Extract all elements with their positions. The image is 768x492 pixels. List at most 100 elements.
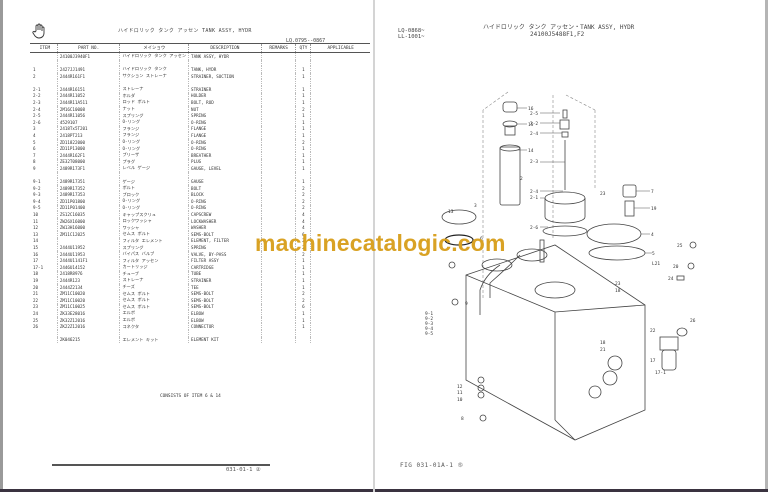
viewer-left-edge bbox=[0, 0, 3, 492]
row-applicable bbox=[310, 52, 370, 60]
row-remarks bbox=[260, 250, 296, 258]
strainer-assembly bbox=[542, 109, 588, 237]
row-item: 17 bbox=[33, 258, 39, 264]
row-remarks bbox=[260, 283, 296, 291]
row-kana-name: ボルト bbox=[119, 184, 189, 192]
row-kana-name: O-リング bbox=[119, 145, 189, 152]
row-part-no: 2444U11952 bbox=[56, 244, 120, 251]
row-applicable bbox=[310, 283, 370, 291]
row-part-no: ZK32Z12016 bbox=[56, 316, 120, 324]
row-item bbox=[30, 79, 57, 86]
row-remarks bbox=[260, 224, 296, 232]
row-qty: 1 bbox=[295, 118, 311, 126]
row-kana-name: ブリーザ bbox=[119, 151, 189, 159]
row-qty: 1 bbox=[295, 112, 311, 119]
row-remarks bbox=[260, 270, 296, 278]
row-item: 11 bbox=[33, 218, 39, 224]
row-remarks bbox=[260, 204, 296, 212]
row-kana-name: フランジ bbox=[119, 125, 189, 133]
row-remarks bbox=[260, 59, 296, 67]
row-applicable bbox=[310, 85, 370, 93]
row-qty: 1 bbox=[295, 264, 311, 271]
row-remarks bbox=[260, 171, 296, 179]
row-description: ELBOW bbox=[188, 316, 262, 324]
left-page-number: 031-01-1 ② bbox=[226, 467, 261, 473]
svg-text:9: 9 bbox=[465, 301, 468, 307]
row-part-no: ZE32T08000 bbox=[56, 158, 120, 166]
svg-text:18: 18 bbox=[600, 340, 606, 346]
row-qty bbox=[295, 171, 311, 179]
row-remarks bbox=[260, 217, 296, 225]
row-remarks bbox=[260, 211, 296, 218]
svg-text:2: 2 bbox=[520, 176, 523, 182]
viewer-right-edge bbox=[765, 0, 768, 492]
row-item: 18 bbox=[33, 271, 39, 277]
row-part-no: 4529107 bbox=[56, 118, 120, 126]
row-applicable bbox=[310, 336, 370, 344]
page-gutter bbox=[373, 0, 375, 492]
col-description: DESCRIPTION bbox=[188, 43, 262, 53]
row-qty: 1 bbox=[295, 257, 311, 264]
svg-text:12: 12 bbox=[457, 384, 463, 390]
row-part-no: 2444R11056 bbox=[56, 112, 120, 119]
row-description: TANK ASSY, HYDR bbox=[188, 52, 262, 60]
row-item: 14 bbox=[33, 238, 39, 244]
figure-label: FIG 031-01A-1 ⑤ bbox=[400, 462, 464, 469]
row-item: 7 bbox=[33, 152, 36, 158]
row-part-no: ZM11C10025 bbox=[56, 303, 120, 311]
svg-text:16: 16 bbox=[528, 106, 534, 112]
row-part-no bbox=[56, 329, 120, 337]
hydraulic-tank-body bbox=[465, 239, 646, 441]
svg-text:2-6: 2-6 bbox=[530, 225, 538, 231]
row-description: SEMS-BOLT bbox=[188, 290, 262, 297]
row-remarks bbox=[260, 257, 296, 264]
row-remarks bbox=[260, 184, 296, 192]
row-item: 24 bbox=[33, 310, 39, 316]
row-part-no: 24100J3940F1 bbox=[56, 52, 120, 60]
svg-text:19: 19 bbox=[651, 206, 657, 212]
row-item: 1 bbox=[33, 66, 36, 72]
svg-text:17-1: 17-1 bbox=[655, 370, 666, 376]
svg-text:15: 15 bbox=[528, 122, 534, 128]
svg-text:8: 8 bbox=[461, 416, 464, 422]
row-qty: 4 bbox=[295, 217, 311, 225]
row-kana-name: セムス ボルト bbox=[119, 290, 189, 297]
row-description: STRAINER bbox=[188, 85, 262, 93]
row-applicable bbox=[310, 132, 370, 139]
row-qty: 2 bbox=[295, 237, 311, 245]
row-description: SEMS-BOLT bbox=[188, 231, 262, 238]
row-kana-name: フィルタ アッセン bbox=[119, 257, 189, 264]
row-remarks bbox=[260, 244, 296, 251]
row-applicable bbox=[310, 165, 370, 172]
row-part-no: 2489R173F1 bbox=[56, 165, 120, 172]
row-part-no: 2M16C10008 bbox=[56, 105, 120, 113]
row-applicable bbox=[310, 296, 370, 304]
hand-icon[interactable] bbox=[32, 23, 46, 39]
svg-text:21: 21 bbox=[600, 347, 606, 353]
table-row bbox=[30, 329, 370, 337]
row-kana-name: フィルタ エレメント bbox=[119, 237, 189, 245]
row-remarks bbox=[260, 132, 296, 139]
row-part-no: ZK33E28016 bbox=[56, 310, 120, 317]
svg-text:3: 3 bbox=[474, 203, 477, 209]
row-remarks bbox=[260, 277, 296, 284]
svg-text:13: 13 bbox=[448, 209, 454, 215]
row-applicable bbox=[310, 303, 370, 311]
row-remarks bbox=[260, 72, 296, 80]
row-kana-name: O-リング bbox=[119, 118, 189, 126]
row-applicable bbox=[310, 290, 370, 297]
